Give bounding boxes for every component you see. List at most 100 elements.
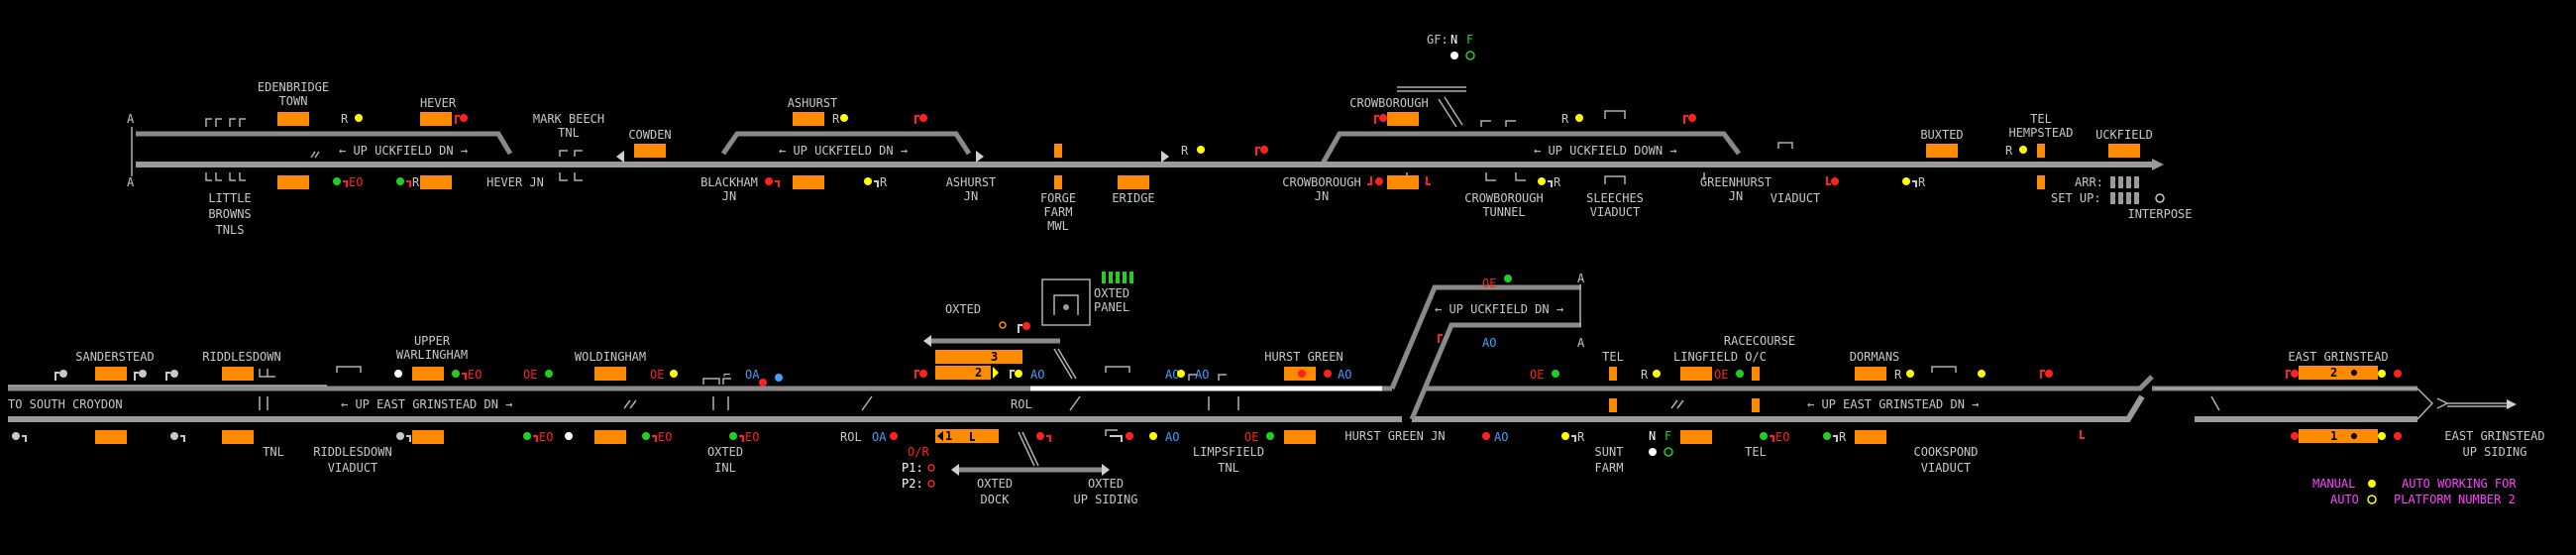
signal-icon[interactable] (1374, 114, 1387, 124)
signal-icon[interactable] (1683, 114, 1696, 124)
berth[interactable] (1855, 367, 1886, 381)
setup-indicator[interactable] (2110, 192, 2139, 204)
berth[interactable] (1752, 398, 1760, 412)
signal-icon[interactable]: R (1823, 430, 1847, 444)
berth[interactable] (1054, 175, 1062, 189)
berth[interactable] (1054, 144, 1062, 158)
berth[interactable] (1855, 430, 1886, 444)
signal-icon[interactable]: OE (1244, 430, 1274, 444)
berth[interactable] (1118, 175, 1149, 189)
signal-icon[interactable] (765, 177, 780, 187)
signal-icon[interactable] (12, 432, 27, 442)
signal-icon[interactable] (1826, 176, 1839, 185)
p1-indicator[interactable] (927, 464, 935, 472)
berth[interactable] (222, 430, 254, 444)
berth[interactable] (412, 367, 444, 381)
signal-icon[interactable] (999, 321, 1030, 333)
berth[interactable] (277, 175, 309, 189)
berth[interactable] (793, 112, 824, 126)
signal-icon[interactable]: R (864, 175, 888, 189)
berth[interactable] (1752, 367, 1760, 381)
signal-icon[interactable] (1036, 432, 1051, 442)
berth-oxted-2[interactable]: 2 (935, 366, 999, 380)
berth-oxted-1[interactable]: 1 (935, 429, 999, 443)
signal-icon[interactable] (165, 370, 178, 381)
signal-icon[interactable]: R (1894, 368, 2053, 382)
berth[interactable] (793, 175, 824, 189)
p2-indicator[interactable] (927, 480, 935, 488)
signal-icon[interactable]: AO (1438, 334, 1496, 350)
signal-icon[interactable] (134, 370, 147, 381)
berth[interactable] (594, 430, 626, 444)
berth[interactable] (420, 175, 452, 189)
signal-icon[interactable]: ⌐OA (723, 368, 783, 387)
signal-icon[interactable]: OE (1482, 275, 1512, 290)
signal-icon[interactable]: AO (1010, 368, 1044, 382)
signal-icon[interactable]: R (2005, 144, 2027, 158)
berth[interactable] (1680, 367, 1712, 381)
signal-icon[interactable]: OE (523, 368, 553, 382)
berth-hurst-green[interactable] (1284, 367, 1316, 381)
berth[interactable] (1609, 398, 1617, 412)
interpose-indicator[interactable] (2155, 193, 2165, 203)
signal-icon[interactable] (914, 114, 927, 124)
signal-icon[interactable]: EO (394, 368, 482, 382)
signal-icon[interactable]: AO (1324, 368, 1351, 382)
signal-icon[interactable]: R (341, 112, 363, 126)
signal-icon[interactable]: OE (1530, 368, 1559, 382)
berth[interactable] (594, 367, 626, 381)
signal-icon[interactable] (1367, 176, 1431, 185)
berth[interactable] (95, 430, 127, 444)
signal-icon[interactable]: EO (523, 430, 573, 444)
berth-eg-2[interactable]: 2 (2299, 366, 2378, 380)
berth[interactable] (1926, 144, 1958, 158)
signal-icon[interactable]: R (832, 112, 848, 126)
signal-icon[interactable] (2286, 370, 2402, 379)
berth[interactable] (1284, 430, 1316, 444)
signal-icon[interactable]: R (1561, 112, 1583, 126)
signal-icon[interactable]: AO (1482, 430, 1508, 444)
signal-icon[interactable]: R (396, 175, 420, 189)
signal-icon[interactable]: ROL (1011, 397, 1032, 411)
signal-icon[interactable] (914, 370, 927, 379)
signal-icon[interactable] (170, 432, 185, 442)
berth[interactable] (2037, 144, 2045, 158)
signal-icon[interactable]: R (1902, 175, 1926, 189)
signal-icon[interactable]: EO (642, 430, 672, 444)
gf-n-indicator[interactable] (1450, 52, 1458, 59)
n-indicator[interactable] (1649, 448, 1657, 456)
gf-f-indicator[interactable] (1465, 51, 1475, 60)
berth[interactable] (277, 112, 309, 126)
f-indicator[interactable] (1664, 447, 1673, 457)
signal-icon[interactable] (54, 370, 67, 381)
berth-oxted-3[interactable]: 3 (935, 350, 1022, 364)
berth-eg-1[interactable]: 1 (2299, 429, 2378, 443)
berth[interactable] (634, 144, 666, 158)
signal-icon[interactable]: EO (333, 175, 363, 189)
berth[interactable] (1609, 367, 1617, 381)
signal-icon[interactable]: EO (729, 430, 759, 444)
signal-icon[interactable]: R (1538, 175, 1561, 189)
berth[interactable] (420, 112, 452, 126)
berth[interactable] (412, 430, 444, 444)
signal-icon[interactable]: AO (1110, 430, 1179, 444)
signal-icon[interactable] (455, 114, 468, 124)
berth[interactable] (222, 367, 254, 381)
berth[interactable] (1387, 175, 1419, 189)
signal-icon[interactable] (396, 432, 411, 442)
berth[interactable] (1680, 430, 1712, 444)
berth[interactable] (1387, 112, 1419, 126)
signal-icon[interactable] (2080, 430, 2085, 439)
berth[interactable] (95, 367, 127, 381)
signal-icon[interactable]: OE (650, 368, 678, 382)
berth[interactable] (2037, 175, 2045, 189)
signal-icon[interactable]: R (1561, 430, 1585, 444)
arr-indicator[interactable] (2110, 176, 2139, 188)
signal-icon[interactable] (2291, 432, 2402, 440)
signal-icon[interactable]: EO (1760, 430, 1789, 444)
berth[interactable] (2108, 144, 2140, 158)
